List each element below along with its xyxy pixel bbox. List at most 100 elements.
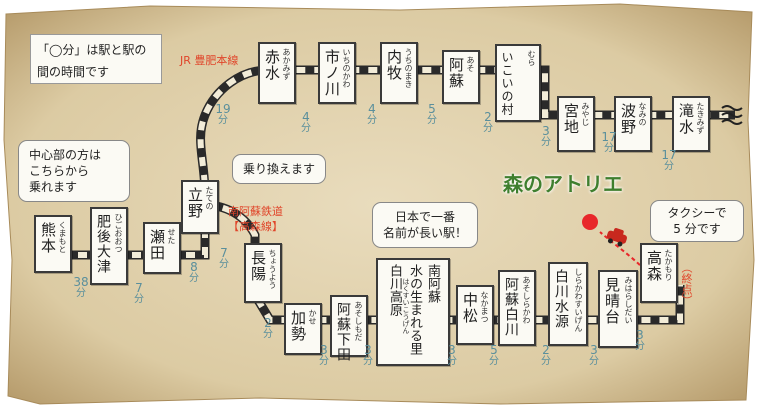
station-name: 高森	[645, 250, 663, 282]
travel-time-unit: 分	[483, 123, 493, 134]
station-ruby: せた	[167, 228, 176, 244]
bubble-center: 中心部の方は こちらから 乗れます	[18, 140, 130, 202]
travel-time-unit: 分	[427, 115, 437, 126]
bubble-longest: 日本で一番 名前が長い駅！	[372, 202, 479, 248]
bubble-taxi-l1: タクシーで	[667, 206, 727, 220]
station-namino: 波野なみの	[614, 96, 652, 152]
station-ruby: たかもり	[664, 249, 673, 281]
travel-time-unit: 分	[447, 356, 457, 367]
bubble-center-l3: 乗れます	[29, 180, 78, 194]
bubble-transfer: 乗り換えます	[232, 154, 327, 184]
station-name: 水の生まれる里	[407, 264, 422, 355]
travel-time-minutes: 4	[302, 110, 310, 124]
station-aso: 阿蘇あそ	[442, 50, 480, 104]
travel-time-minutes: 5	[490, 343, 498, 357]
station-aso-shirakawa: 阿蘇白川あそしらかわ	[498, 270, 536, 346]
travel-time-minutes: 8	[190, 260, 198, 274]
travel-time-minutes: 2	[542, 343, 550, 357]
station-ruby: はくすいこうげん	[402, 278, 410, 334]
station-ruby: あそしもだ	[354, 301, 363, 341]
station-name: 宮地	[562, 103, 580, 135]
station-ruby: みやじ	[581, 102, 590, 126]
station-ruby: くまもと	[58, 221, 67, 253]
station-name: 内牧	[385, 49, 403, 81]
legend-note-line1: 「◯分」は駅と駅の	[37, 43, 147, 57]
travel-time-unit: 分	[134, 294, 144, 305]
station-ruby: あかみず	[282, 48, 291, 80]
station-name: 長陽	[249, 250, 267, 282]
station-ruby: なかまつ	[480, 291, 489, 323]
station-name: 瀬田	[148, 229, 166, 261]
travel-time-minutes: 7	[220, 246, 228, 260]
travel-time-unit: 分	[76, 288, 86, 299]
station-shirakawa-suigen: 白川水源しらかわすいげん	[548, 262, 588, 346]
station-ruby: たきみず	[696, 102, 705, 134]
station-ruby: あそしらかわ	[522, 276, 531, 324]
station-uchinomaki: 内牧うちのまき	[380, 42, 418, 104]
station-name: 中松	[461, 292, 479, 324]
travel-time-unit: 分	[489, 356, 499, 367]
station-ruby: なみの	[638, 102, 647, 126]
station-name: 滝水	[677, 103, 695, 135]
station-ichinokawa: 市ノ川いちのかわ	[318, 42, 356, 104]
station-ruby: しらかわすいげん	[574, 268, 583, 332]
travel-time-minutes: 4	[368, 102, 376, 116]
travel-time-minutes: 3	[636, 328, 644, 342]
station-takimizu: 滝水たきみず	[672, 96, 710, 152]
travel-time-minutes: 17	[661, 148, 677, 162]
travel-time-minutes: 7	[135, 281, 143, 295]
travel-time-minutes: 3	[320, 343, 328, 357]
legend-note: 「◯分」は駅と駅の 間の時間です	[30, 34, 162, 84]
minamiaso-line-name: 南阿蘇鉄道	[228, 205, 283, 218]
station-tateno: 立野たての	[181, 180, 219, 234]
station-name: 白川水源	[553, 269, 569, 329]
travel-time-minutes: 17	[601, 130, 617, 144]
station-ruby: いちのかわ	[342, 48, 351, 88]
travel-time-unit: 分	[301, 123, 311, 134]
station-name: 見晴台	[603, 277, 621, 325]
travel-time-minutes: 38	[73, 275, 89, 289]
station-name: 市ノ川	[323, 49, 341, 97]
travel-time-minutes: 2	[484, 110, 492, 124]
station-minamiaso-mizunoumareru: 水の生まれる里白川高原はくすいこうげん南阿蘇	[376, 258, 450, 366]
bubble-center-l2: こちらから	[29, 164, 90, 178]
station-akamizu: 赤水あかみず	[258, 42, 296, 104]
station-name: 加勢	[289, 310, 307, 342]
station-ruby: ちょうよう	[268, 249, 277, 289]
station-ruby: みはらしだい	[624, 276, 633, 324]
bubble-taxi-l2: 5 分です	[673, 222, 721, 236]
bubble-longest-l1: 日本で一番	[395, 210, 456, 224]
station-name: 熊本	[39, 222, 57, 254]
station-name: 波野	[619, 103, 637, 135]
travel-time-minutes: 3	[448, 343, 456, 357]
destination-title: 森のアトリエ	[503, 172, 623, 196]
travel-time-minutes: 3	[590, 343, 598, 357]
travel-time-unit: 分	[589, 356, 599, 367]
minamiaso-line-label: 南阿蘇鉄道 【高森線】	[228, 204, 283, 234]
station-ruby: たての	[205, 186, 214, 210]
station-ruby: かせ	[308, 309, 317, 325]
station-name: いこいの村	[500, 51, 514, 116]
travel-time-unit: 分	[367, 115, 377, 126]
station-mihara-shidai: 見晴台みはらしだい	[598, 270, 638, 348]
travel-time-unit: 分	[263, 329, 273, 340]
travel-time-unit: 分	[189, 273, 199, 284]
station-ruby: あそ	[466, 56, 475, 72]
line-continues-mark	[721, 105, 743, 125]
station-kumamoto: 熊本くまもと	[34, 215, 72, 273]
station-ruby: ひごおおつ	[114, 213, 123, 253]
bubble-center-l1: 中心部の方は	[29, 148, 102, 162]
station-ikoinomura: いこいの村むら	[495, 44, 541, 122]
